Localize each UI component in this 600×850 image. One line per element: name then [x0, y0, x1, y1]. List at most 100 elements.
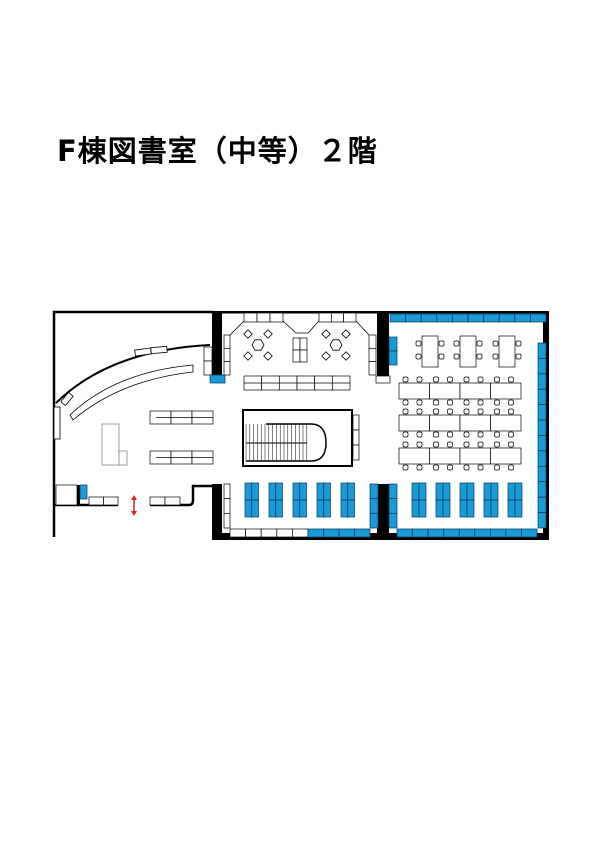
chair — [447, 441, 453, 448]
wall-shelf — [537, 388, 547, 406]
wall-shelf — [458, 528, 476, 538]
chair — [415, 353, 422, 360]
chair — [476, 340, 483, 347]
wall-shelf — [537, 358, 547, 375]
wall-shelf — [537, 465, 547, 483]
chair — [494, 399, 500, 406]
wall-shelf — [420, 313, 438, 323]
reading-table — [292, 337, 301, 351]
chair — [402, 441, 409, 448]
wall-shelf — [368, 361, 377, 376]
wall-shelf — [514, 313, 531, 323]
curved-counter — [53, 344, 211, 440]
wall-shelf — [530, 313, 547, 323]
wall-shelf — [203, 346, 213, 362]
blue-bookshelf — [435, 482, 444, 501]
wall-shelf — [452, 313, 469, 323]
blue-bookshelf — [507, 499, 516, 518]
blue-bookshelf — [490, 499, 499, 518]
chair — [402, 399, 409, 406]
blue-bookshelf — [347, 499, 355, 518]
blue-bookshelf — [292, 499, 301, 518]
blue-bookshelf — [251, 499, 259, 518]
blue-bookshelf — [442, 499, 451, 518]
chair — [476, 353, 483, 360]
wall-shelf — [537, 373, 547, 390]
blue-bookshelf — [418, 482, 427, 501]
wall-shelf — [269, 312, 284, 323]
study-table — [459, 447, 491, 465]
wall-shelf — [505, 528, 522, 538]
wall-shelf — [443, 528, 460, 538]
wall-shelf — [276, 528, 293, 538]
chair — [402, 408, 409, 415]
blue-bookshelf — [244, 482, 253, 501]
chair — [492, 340, 499, 347]
study-table — [398, 382, 430, 400]
chair — [508, 399, 514, 406]
service-desk — [101, 423, 120, 466]
study-table — [459, 414, 491, 432]
chair — [416, 431, 423, 438]
chair — [416, 399, 423, 406]
stool — [263, 329, 273, 339]
wall-shelf — [369, 498, 379, 514]
study-table — [490, 447, 522, 465]
wall-shelf — [223, 483, 231, 500]
wall-shelf — [256, 312, 271, 323]
blue-bookshelf — [244, 499, 253, 518]
wall-shelf — [537, 435, 547, 452]
chair — [463, 464, 470, 471]
wall-shelf — [223, 512, 231, 529]
chair — [492, 353, 499, 360]
storage — [55, 484, 78, 506]
blue-bookshelf — [507, 482, 516, 501]
blue-bookshelf — [316, 499, 325, 518]
wall-shelf — [223, 334, 231, 349]
wall-shelf — [537, 342, 547, 359]
wall-shelf — [436, 313, 453, 323]
chair — [416, 408, 423, 415]
chair — [477, 408, 484, 415]
blue-bookshelf — [299, 482, 307, 501]
study-table — [459, 382, 491, 400]
wall-shelf — [307, 528, 324, 538]
hexagon-table — [251, 339, 265, 351]
blue-bookshelf — [323, 482, 331, 501]
chair — [463, 408, 470, 415]
wall-shelf — [149, 496, 166, 506]
chair — [453, 340, 460, 347]
blue-bookshelf — [466, 482, 475, 501]
chair — [508, 408, 514, 415]
blue-bookshelf — [514, 482, 523, 501]
chair — [453, 353, 460, 360]
wall-shelf — [388, 512, 398, 529]
chair — [477, 441, 484, 448]
wall-shelf — [388, 483, 398, 500]
blue-bookshelf — [340, 499, 349, 518]
wall-shelf — [537, 496, 547, 513]
wall-shelf — [537, 512, 547, 529]
wall-shelf — [405, 313, 422, 323]
wall-shelf — [388, 498, 398, 514]
chair — [463, 399, 470, 406]
chair — [494, 376, 500, 383]
blue-bookshelf — [340, 482, 349, 501]
wall-shelf — [537, 404, 547, 421]
chair — [463, 431, 470, 438]
blue-bookshelf — [275, 482, 283, 501]
chair — [402, 376, 409, 383]
wall-shelf — [203, 360, 213, 376]
stool — [341, 351, 351, 361]
chair — [416, 441, 423, 448]
chair — [433, 399, 439, 406]
chair — [508, 464, 514, 471]
blue-bookshelf — [483, 499, 492, 518]
wall-shelf — [412, 528, 429, 538]
blue-bookshelf — [275, 499, 283, 518]
wall-shelf — [354, 528, 371, 538]
blue-bookshelf — [459, 499, 468, 518]
blue-bookshelf — [316, 482, 325, 501]
chair — [416, 464, 423, 471]
